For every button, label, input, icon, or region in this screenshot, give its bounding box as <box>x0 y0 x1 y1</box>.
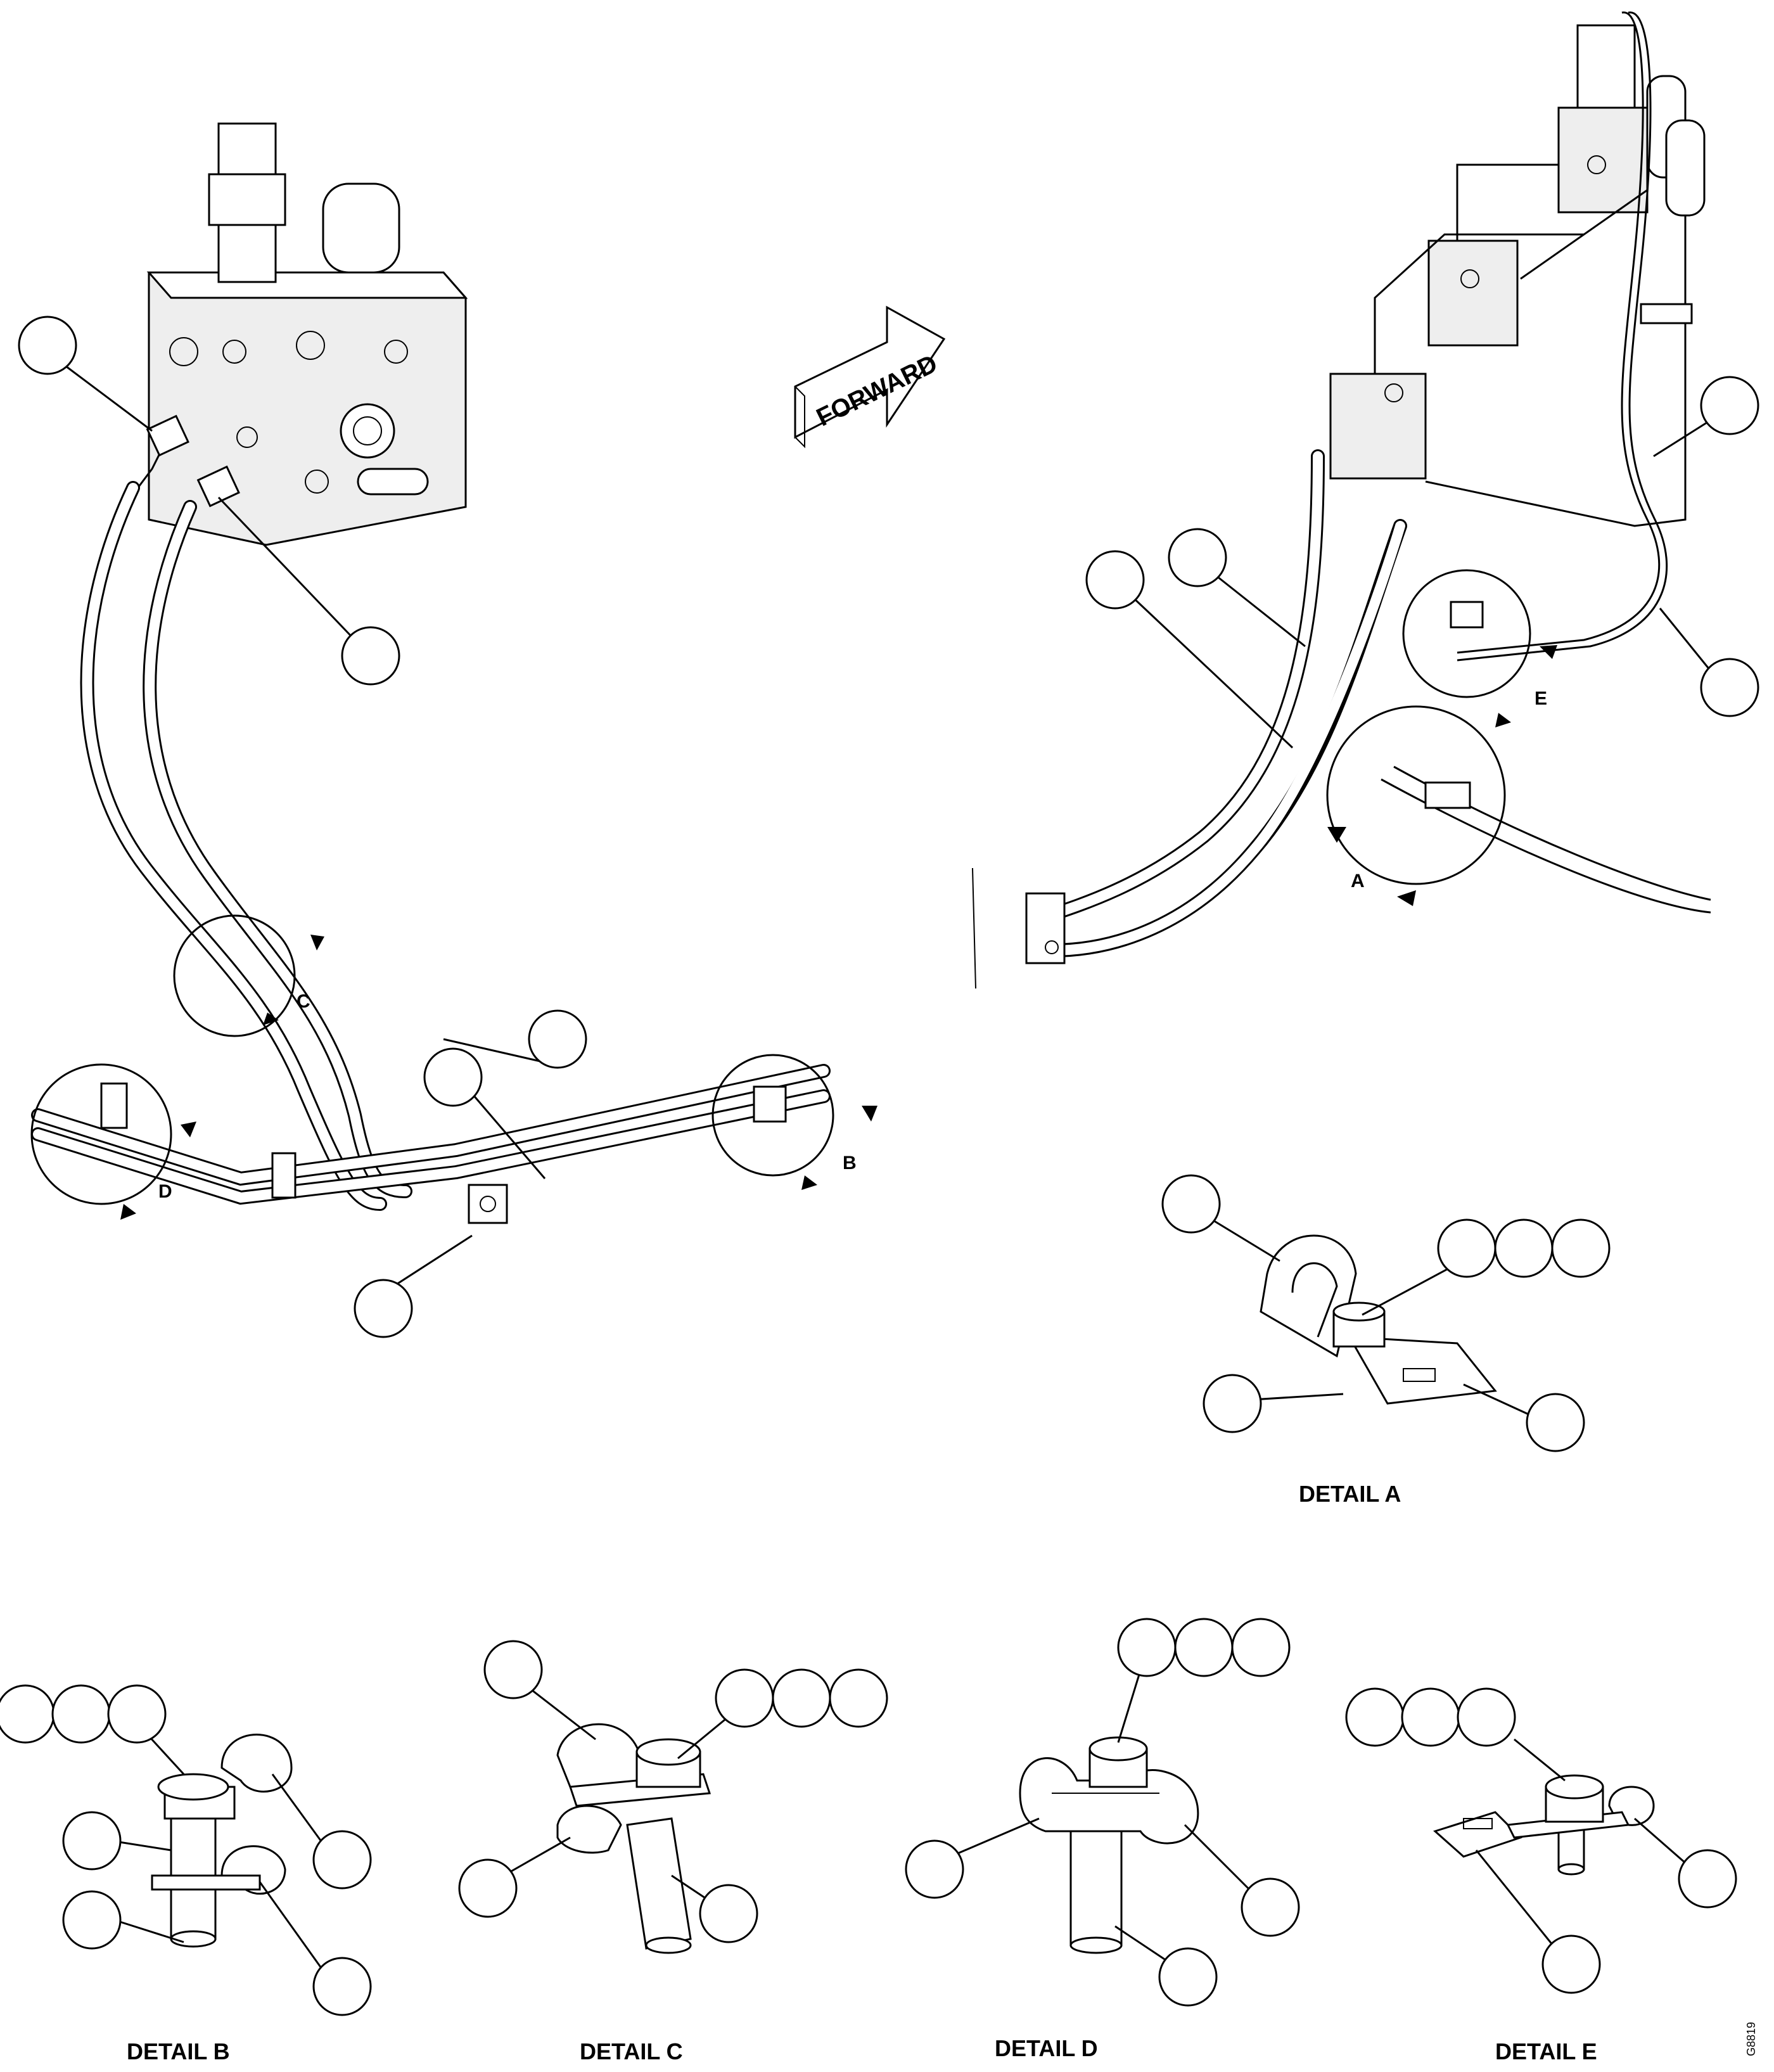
callout-circle-b: B <box>712 1054 877 1190</box>
callout-circle-a: A <box>1326 705 1506 906</box>
detail-c-title: DETAIL C <box>580 2038 683 2064</box>
detail-d-title: DETAIL D <box>995 2035 1098 2061</box>
detail-letter-b: B <box>843 1153 856 1173</box>
callout-circle-e: E <box>1402 569 1557 727</box>
right-item-bubbles <box>1085 376 1759 749</box>
detail-c-view: DETAIL C <box>458 1640 888 2064</box>
callout-circle-d: D <box>30 1063 196 1220</box>
detail-a-view: DETAIL A <box>1161 1174 1611 1507</box>
detail-e-title: DETAIL E <box>1495 2038 1597 2064</box>
left-valve-block <box>132 122 468 546</box>
detail-a-title: DETAIL A <box>1299 1481 1401 1507</box>
detail-d-view: DETAIL D <box>905 1618 1300 2061</box>
right-valve-manifold <box>1329 24 1706 527</box>
detail-letter-d: D <box>158 1181 172 1202</box>
detail-letter-e: E <box>1535 688 1547 709</box>
left-item-bubbles <box>18 316 587 1338</box>
figure-id: G8819 <box>1745 2022 1758 2056</box>
detail-letter-c: C <box>297 991 310 1012</box>
detail-letter-a: A <box>1351 871 1364 892</box>
callout-circle-c: C <box>173 914 324 1037</box>
detail-b-view: DETAIL B <box>0 1684 372 2064</box>
detail-b-title: DETAIL B <box>127 2038 230 2064</box>
forward-arrow: FORWARD <box>794 305 946 449</box>
left-hose-assembly <box>31 481 831 1224</box>
detail-e-view: DETAIL E <box>1345 1687 1737 2064</box>
